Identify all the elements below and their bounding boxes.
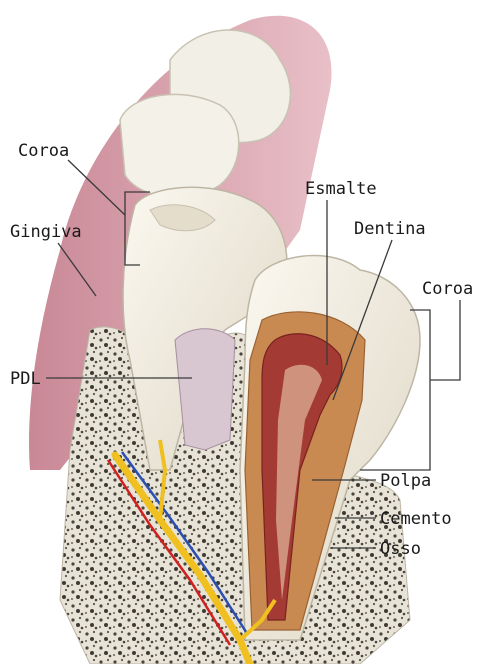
background-tooth [120, 94, 239, 197]
label-bone: Osso [380, 539, 421, 559]
label-enamel: Esmalte [305, 179, 377, 199]
label-crown-left: Coroa [18, 141, 69, 161]
periodontal-ligament [175, 329, 235, 450]
label-pdl: PDL [10, 369, 41, 389]
label-gingiva: Gingiva [10, 222, 82, 242]
label-crown-right: Coroa [422, 279, 473, 299]
label-pulp: Polpa [380, 471, 431, 491]
crown-bracket-right-tick [430, 300, 460, 380]
label-dentin: Dentina [354, 219, 426, 239]
label-cementum: Cemento [380, 509, 452, 529]
